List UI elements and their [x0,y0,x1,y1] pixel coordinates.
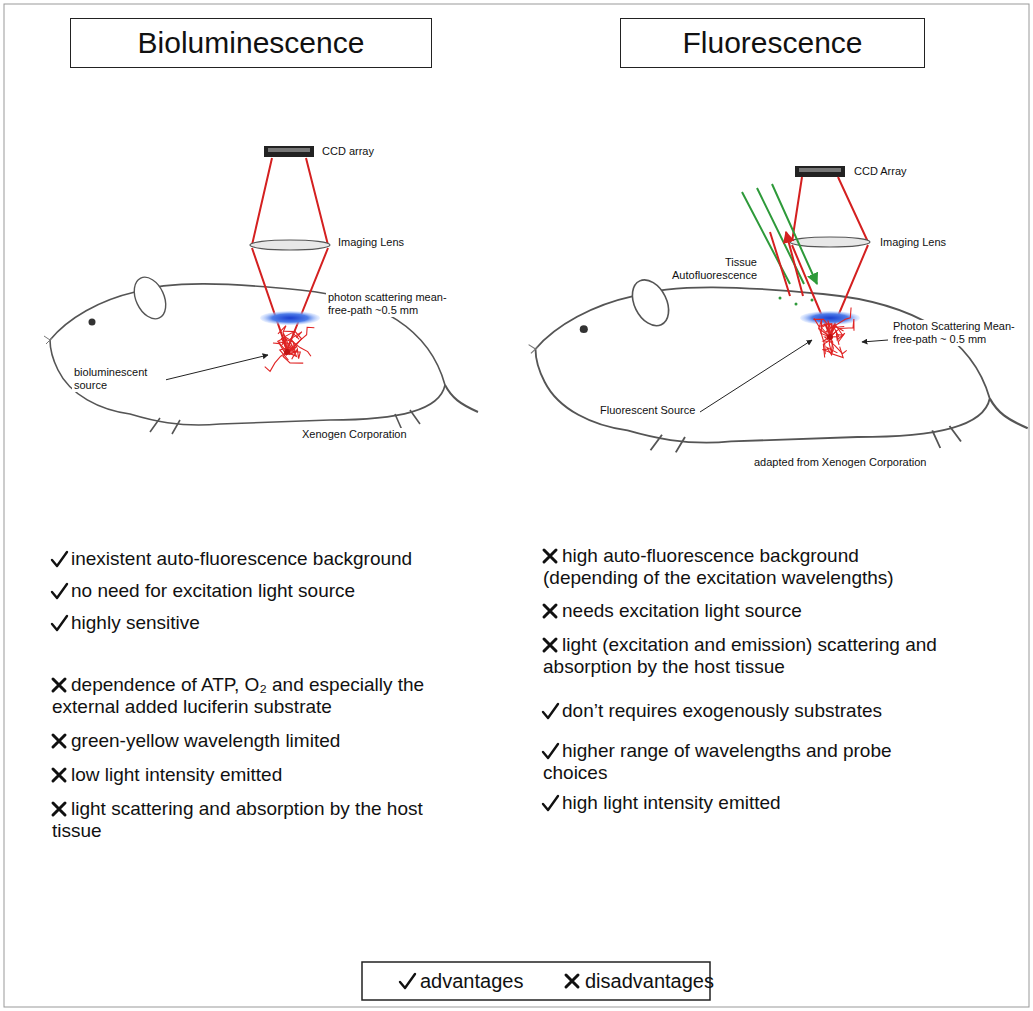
scatter-path [823,337,830,357]
bullet-item: needs excitation light source [543,600,983,622]
title-box: Fluorescence [620,18,925,68]
check-mark [543,744,558,758]
cross-mark [53,679,65,691]
check-mark [52,552,67,566]
box-title: Fluorescence [682,26,862,60]
figure-label: Imaging Lens [878,236,948,249]
light-cone [792,245,868,335]
autofluorescence-arrows [770,232,803,296]
figure-label: CCD Array [852,165,909,178]
light-cone [252,248,328,350]
bullet-item: green-yellow wavelength limited [52,730,482,752]
bullet-item: inexistent auto-fluorescence background [52,548,482,570]
figure-label: Xenogen Corporation [300,428,409,441]
leader-line [862,340,888,342]
bullet-item: high light intensity emitted [543,792,983,814]
check-mark [400,974,415,988]
leader-line [700,340,812,412]
ccd-array [795,166,845,177]
legend-label: disadvantages [585,969,714,993]
bullet-item: light (excitation and emission) scatteri… [543,634,998,678]
photon-scatter [813,307,854,357]
check-mark [543,704,558,718]
illustration-part [529,274,1028,452]
scatter-path [280,347,294,360]
check-mark [543,796,558,810]
box-title: Bioluminescence [138,26,365,60]
cross-mark [544,605,556,617]
figure-label: Photon Scattering Mean-free-path ~ 0.5 m… [891,320,1027,346]
bullet-item: don’t requires exogenously substrates [543,700,983,722]
imaging-lens [250,240,330,250]
figure-label: bioluminescent source [72,366,166,392]
leader-line [165,355,268,380]
bullet-item: higher range of wavelengths and probe ch… [543,740,923,784]
cross-mark [566,975,578,987]
light-cone [792,177,868,242]
bullet-item: low light intensity emitted [52,764,482,786]
bullet-item: high auto-fluorescence background (depen… [543,545,943,589]
figure-label: Imaging Lens [336,236,406,249]
cross-mark [53,803,65,815]
bullet-item: light scattering and absorption by the h… [52,798,462,842]
mouse-drawing [44,272,478,434]
figure-label: CCD array [320,145,376,158]
bullet-item: highly sensitive [52,612,482,634]
bullet-item: no need for excitation light source [52,580,482,602]
surface-glow [260,311,320,325]
scatter-path [830,324,843,345]
figure-label: photon scattering mean-free-path ~0.5 mm [326,291,465,317]
light-source [284,349,290,355]
bullet-symbols [52,550,578,988]
legend-label: advantages [420,969,523,993]
light-source [827,334,833,340]
bullet-item: dependence of ATP, O₂ and especially the… [52,674,462,718]
cross-mark [544,550,556,562]
cross-mark [53,769,65,781]
title-box: Bioluminescence [70,18,432,68]
imaging-lens [790,237,870,247]
illustration-part [811,299,814,302]
illustration-part [779,297,782,300]
light-cone [252,158,328,245]
scatter-path [278,342,296,356]
cross-mark [544,639,556,651]
illustration-part [799,168,841,172]
check-mark [52,616,67,630]
figure-frame [4,4,1029,1007]
figure-label: adapted from Xenogen Corporation [752,456,928,469]
figure-label: Tissue Autofluorescence [660,256,759,282]
figure-label: Fluorescent Source [598,404,697,417]
cross-mark [53,735,65,747]
illustration-part [795,303,798,306]
ccd-array [264,146,314,157]
mouse-drawing [529,274,1028,452]
photon-scatter [265,326,315,372]
illustration-part [268,148,310,152]
check-mark [52,584,67,598]
